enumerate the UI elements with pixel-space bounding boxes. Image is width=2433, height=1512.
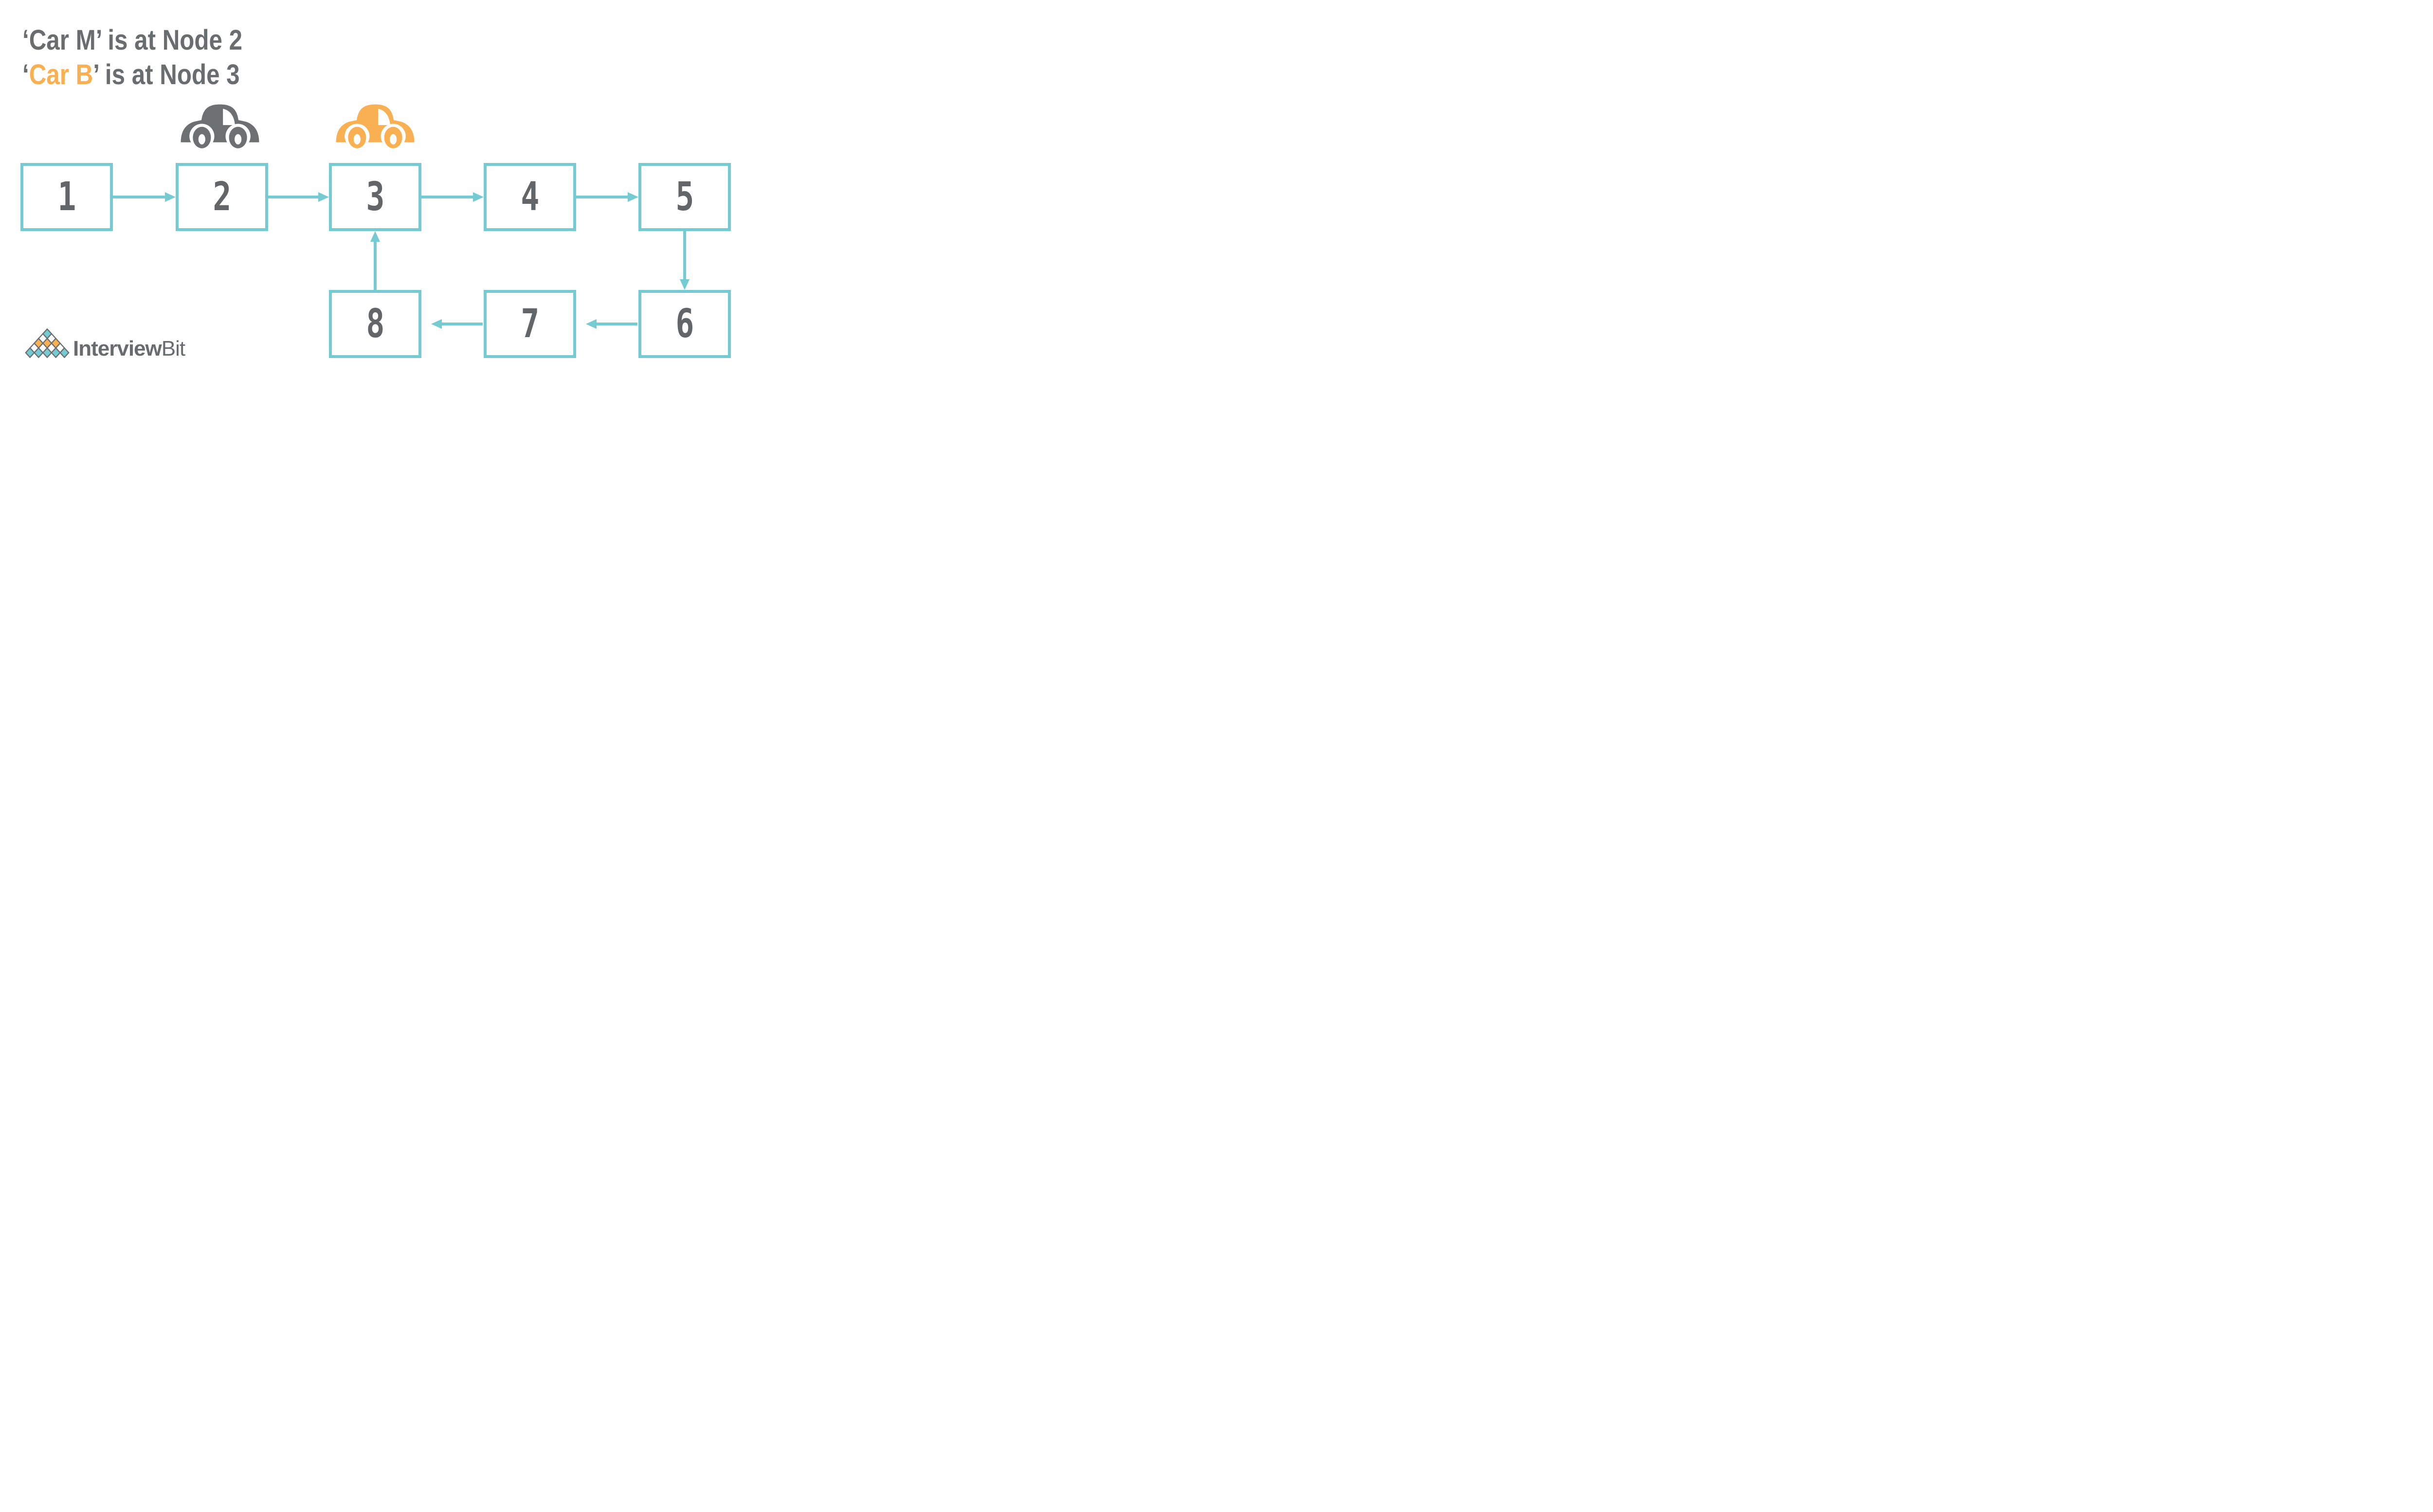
diagram-canvas: ‘Car M’ is at Node 2 ‘Car B’ is at Node … [0, 0, 752, 378]
node-6-label: 6 [675, 301, 694, 347]
node-8-label: 8 [365, 301, 385, 347]
logo-text-interview: Interview [73, 337, 162, 360]
logo-text-bit: Bit [161, 337, 185, 360]
car-m-icon [181, 104, 259, 148]
node-7-label: 7 [520, 301, 540, 347]
arrowhead-up-icon [370, 231, 380, 242]
caption-line-2: ‘Car B’ is at Node 3 [22, 59, 240, 90]
arrowhead-right-icon [473, 192, 484, 202]
interviewbit-logo-icon [25, 328, 70, 359]
interviewbit-logo-text: InterviewBit [73, 338, 185, 360]
car-b-icon [336, 104, 415, 148]
node-7: 7 [484, 290, 576, 358]
node-3: 3 [329, 163, 421, 231]
caption-car-m: Car M [29, 24, 96, 56]
node-2: 2 [176, 163, 268, 231]
quote-open: ‘ [22, 59, 29, 90]
node-4: 4 [484, 163, 576, 231]
caption-line-1-rest: ’ is at Node 2 [95, 24, 243, 56]
node-2-label: 2 [212, 174, 232, 220]
node-5-label: 5 [675, 174, 694, 220]
node-1-label: 1 [57, 174, 76, 220]
arrowhead-right-icon [628, 192, 638, 202]
arrowhead-right-icon [165, 192, 176, 202]
caption-car-b: Car B [29, 59, 93, 90]
node-5: 5 [638, 163, 731, 231]
arrowhead-down-icon [680, 279, 690, 290]
arrowhead-left-icon [586, 319, 597, 329]
caption-line-1: ‘Car M’ is at Node 2 [22, 25, 242, 56]
node-4-label: 4 [520, 174, 540, 220]
quote-open: ‘ [22, 24, 29, 56]
arrowhead-right-icon [318, 192, 329, 202]
node-3-label: 3 [365, 174, 385, 220]
node-6: 6 [638, 290, 731, 358]
node-8: 8 [329, 290, 421, 358]
arrowhead-left-icon [431, 319, 442, 329]
caption-line-2-rest: ’ is at Node 3 [93, 59, 240, 90]
node-1: 1 [20, 163, 113, 231]
